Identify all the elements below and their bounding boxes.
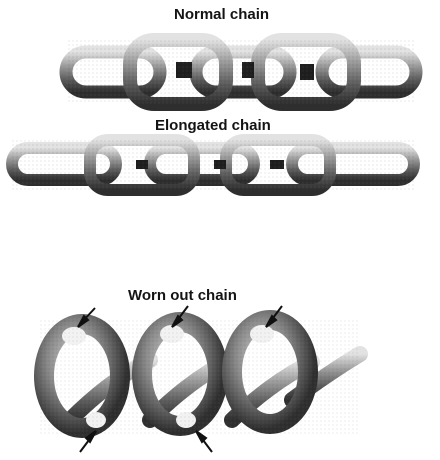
elongated-chain xyxy=(12,140,414,190)
normal-chain xyxy=(66,40,416,104)
worn-chain xyxy=(40,318,360,436)
